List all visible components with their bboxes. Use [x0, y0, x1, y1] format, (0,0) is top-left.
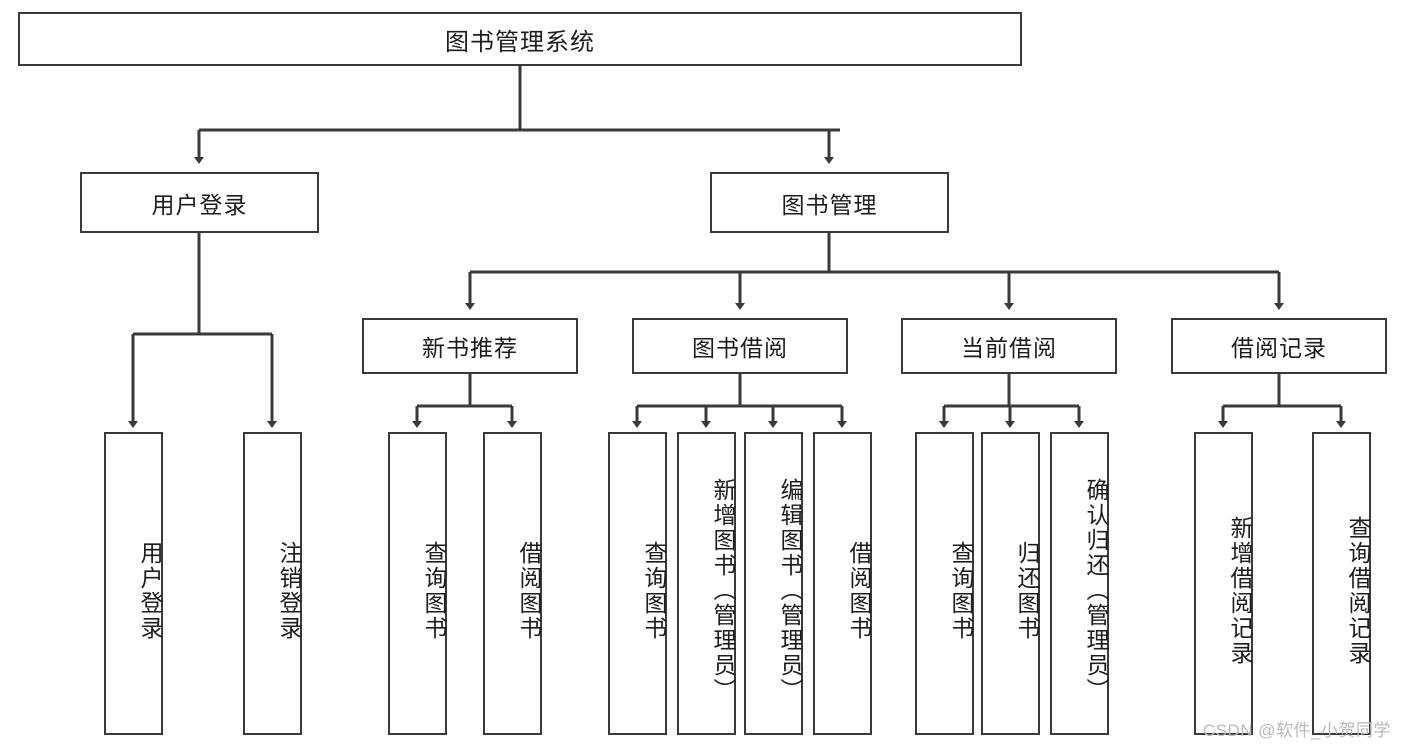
node-new-book-recommend-label: 新书推荐: [422, 335, 518, 361]
node-current-borrow-label: 当前借阅: [961, 335, 1057, 361]
leaf-new-book-borrow-label: 借阅图书: [516, 540, 542, 641]
leaf-add-borrow-record-label: 新增借阅记录: [1227, 515, 1253, 666]
leaf-edit-book-admin-label: 编辑图书（管理员）: [777, 478, 803, 703]
leaf-borrow-book[interactable]: 借阅图书: [813, 432, 872, 735]
leaf-query-borrow-record[interactable]: 查询借阅记录: [1312, 432, 1371, 735]
node-book-management-label: 图书管理: [781, 191, 878, 218]
leaf-return-book[interactable]: 归还图书: [981, 432, 1040, 735]
node-user-login-label: 用户登录: [151, 191, 248, 218]
leaf-logout-label: 注销登录: [276, 540, 302, 641]
node-book-borrow[interactable]: 图书借阅: [632, 318, 848, 374]
leaf-user-login-label: 用户登录: [137, 540, 163, 641]
leaf-new-book-query-label: 查询图书: [421, 540, 447, 641]
node-borrow-records-label: 借阅记录: [1231, 335, 1327, 361]
leaf-return-book-label: 归还图书: [1014, 540, 1040, 641]
leaf-borrow-query-book[interactable]: 查询图书: [608, 432, 667, 735]
leaf-add-borrow-record[interactable]: 新增借阅记录: [1194, 432, 1253, 735]
node-root[interactable]: 图书管理系统: [18, 12, 1022, 66]
node-book-borrow-label: 图书借阅: [692, 335, 788, 361]
node-borrow-records[interactable]: 借阅记录: [1171, 318, 1387, 374]
leaf-current-query-book-label: 查询图书: [948, 540, 974, 641]
leaf-user-login[interactable]: 用户登录: [104, 432, 163, 735]
leaf-add-book-admin[interactable]: 新增图书（管理员）: [677, 432, 736, 735]
node-current-borrow[interactable]: 当前借阅: [901, 318, 1117, 374]
leaf-borrow-query-book-label: 查询图书: [641, 540, 667, 641]
leaf-new-book-query[interactable]: 查询图书: [388, 432, 447, 735]
leaf-add-book-admin-label: 新增图书（管理员）: [710, 478, 736, 703]
leaf-query-borrow-record-label: 查询借阅记录: [1345, 515, 1371, 666]
node-book-management[interactable]: 图书管理: [710, 172, 949, 233]
leaf-edit-book-admin[interactable]: 编辑图书（管理员）: [744, 432, 803, 735]
leaf-logout[interactable]: 注销登录: [243, 432, 302, 735]
node-user-login[interactable]: 用户登录: [80, 172, 319, 233]
leaf-confirm-return-admin-label: 确认归还（管理员）: [1083, 478, 1109, 703]
watermark: CSDN @软件_小贺同学: [1202, 721, 1391, 740]
leaf-borrow-book-label: 借阅图书: [846, 540, 872, 641]
node-new-book-recommend[interactable]: 新书推荐: [362, 318, 578, 374]
leaf-confirm-return-admin[interactable]: 确认归还（管理员）: [1050, 432, 1109, 735]
leaf-current-query-book[interactable]: 查询图书: [915, 432, 974, 735]
leaf-new-book-borrow[interactable]: 借阅图书: [483, 432, 542, 735]
node-root-label: 图书管理系统: [445, 28, 595, 56]
